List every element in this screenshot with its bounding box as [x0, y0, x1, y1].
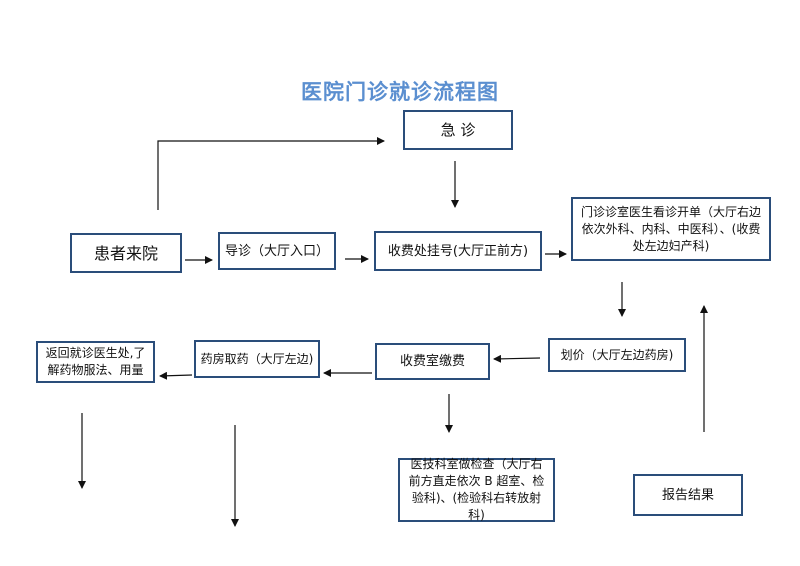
payment-label: 收费室缴费: [399, 354, 465, 369]
medical-tech-label: 医技科室做检查（大厅右前方直走依次 B 超室、检验科)、(检验科右转放射科): [408, 457, 545, 522]
registration-label: 收费处挂号(大厅正前方): [387, 243, 529, 259]
payment-box: 收费室缴费: [375, 343, 490, 380]
medical-tech-box: 医技科室做检查（大厅右前方直走依次 B 超室、检验科)、(检验科右转放射科): [398, 457, 555, 522]
patient-arrival-box: 患者来院: [70, 233, 182, 273]
patient-arrival-label: 患者来院: [93, 243, 158, 263]
triage-label: 导诊（大厅入口）: [224, 243, 329, 259]
pricing-label: 划价（大厅左边药房): [560, 347, 674, 362]
registration-box: 收费处挂号(大厅正前方): [374, 231, 542, 271]
return-doctor-box: 返回就诊医生处,了解药物服法、用量: [36, 341, 155, 383]
report-label: 报告结果: [661, 487, 714, 503]
emergency-label: 急 诊: [440, 120, 476, 139]
pharmacy-label: 药房取药（大厅左边): [200, 351, 314, 366]
triage-box: 导诊（大厅入口）: [218, 232, 336, 270]
report-box: 报告结果: [633, 474, 743, 516]
emergency-box: 急 诊: [403, 110, 513, 150]
pharmacy-box: 药房取药（大厅左边): [194, 340, 320, 378]
return-doctor-label: 返回就诊医生处,了解药物服法、用量: [45, 346, 146, 377]
outpatient-doctor-label: 门诊诊室医生看诊开单（大厅右边依次外科、内科、中医科）、(收费处左边妇产科): [581, 204, 762, 253]
pricing-box: 划价（大厅左边药房): [548, 338, 686, 372]
arrow-pharmacy-to-return: [159, 371, 193, 380]
chart-title: 医院门诊就诊流程图: [301, 80, 499, 104]
outpatient-doctor-box: 门诊诊室医生看诊开单（大厅右边依次外科、内科、中医科）、(收费处左边妇产科): [571, 197, 771, 261]
arrow-pricing-to-payment: [493, 354, 541, 363]
arrow-patient-to-emergency: [157, 137, 385, 210]
